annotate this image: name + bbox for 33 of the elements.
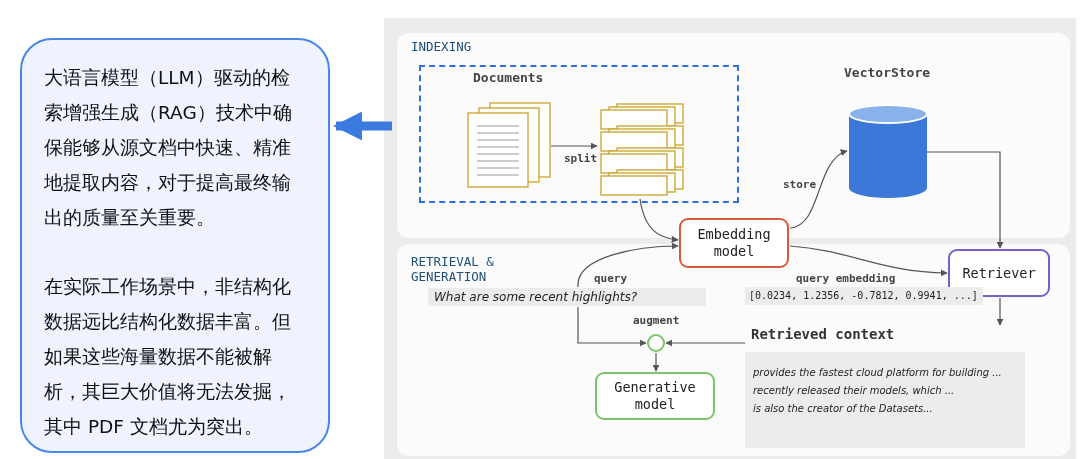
callout-box <box>20 38 330 453</box>
arrow <box>550 142 598 150</box>
heading-text: VectorStore <box>844 65 931 80</box>
vector-text: [0.0234, 1.2356, -0.7812, 0.9941, ...] <box>745 287 983 305</box>
arrow <box>996 297 1004 326</box>
model-box: Embedding model <box>679 218 789 268</box>
big-arrow <box>333 111 392 141</box>
edge-label: store <box>781 178 819 191</box>
model-box: Generative model <box>595 372 715 420</box>
edge-label: query embedding <box>794 272 898 285</box>
arrow <box>926 151 1004 249</box>
heading-text: Retrieved context <box>751 326 895 342</box>
side-label: augment <box>633 314 680 327</box>
panel-background <box>384 18 1076 459</box>
paragraph: 在实际工作场景中，非结构化数据远比结构化数据丰富。但如果这些海量数据不能被解析，其巨大价值将无法发掘，其中 PDF 文档尤为突出。 <box>44 275 292 439</box>
context-line: recently released their models, which ... <box>753 384 956 398</box>
query-text: What are some recent highlights? <box>428 288 706 306</box>
arrow <box>577 242 679 288</box>
section-title: RETRIEVAL & GENERATION <box>411 254 495 284</box>
context-line: is also the creator of the Datasets... <box>753 402 934 416</box>
context-line: provides the fastest cloud platform for building ... <box>753 366 1003 380</box>
arrow <box>665 339 746 347</box>
edge-label: split <box>562 152 600 165</box>
section-panel <box>397 244 1070 456</box>
arrow <box>577 306 647 347</box>
arrow <box>652 352 660 372</box>
heading-text: Documents <box>473 70 544 85</box>
arrow <box>639 198 679 243</box>
section-title: INDEXING <box>411 39 473 54</box>
dashed-frame <box>419 65 739 203</box>
paragraph: 大语言模型（LLM）驱动的检索增强生成（RAG）技术中确保能够从源文档中快速、精准地提取内容，对于提高最终输出的质量至关重要。 <box>44 66 293 230</box>
arrow <box>789 150 848 229</box>
arrow <box>789 245 948 277</box>
